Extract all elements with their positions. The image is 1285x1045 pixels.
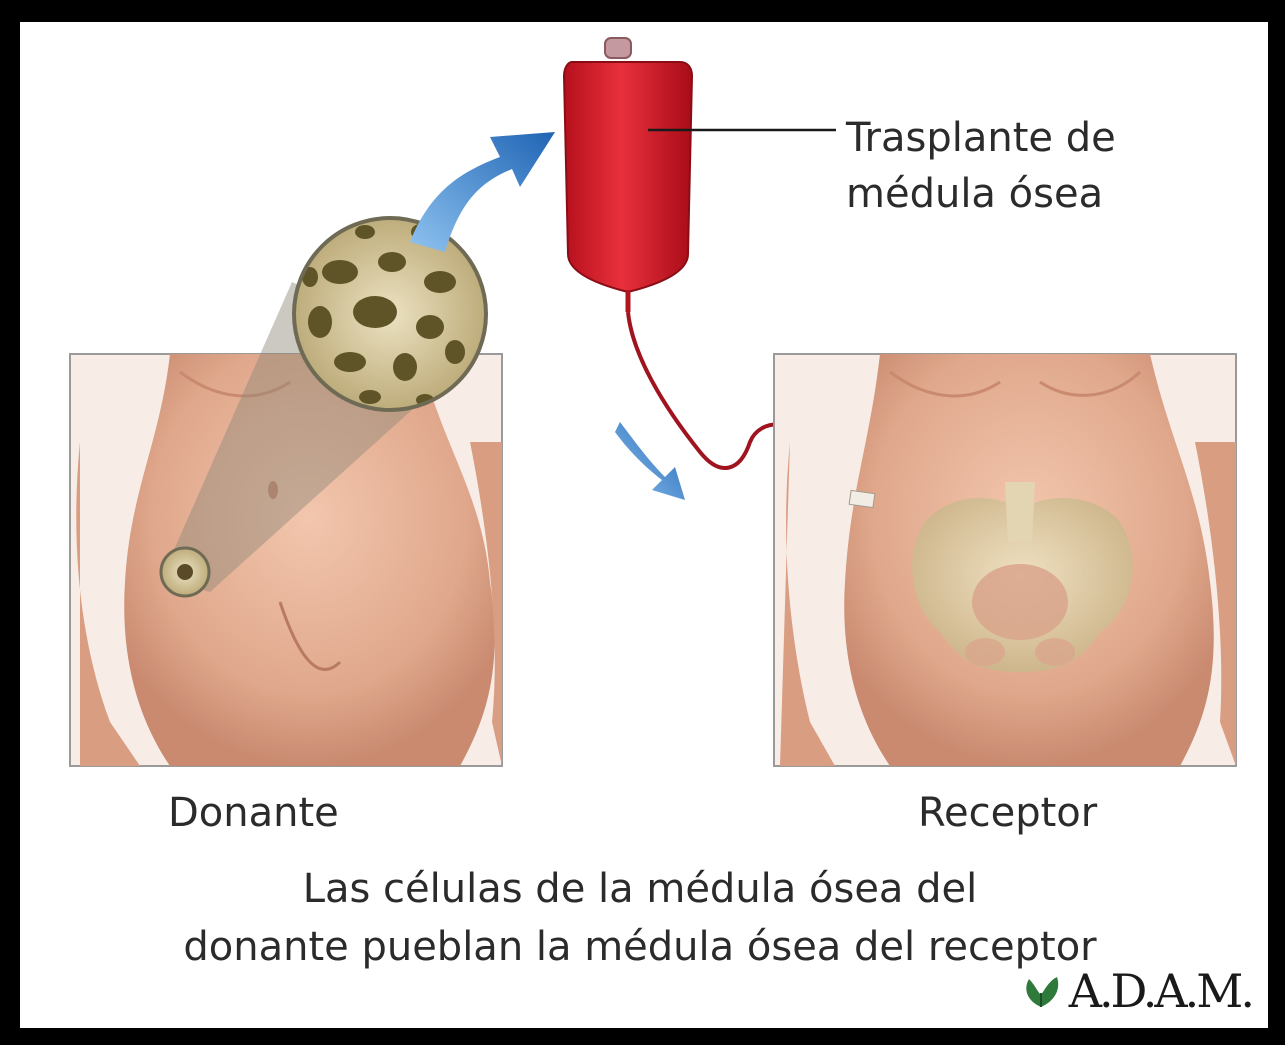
bag-label-line-1: Trasplante de (846, 110, 1116, 166)
caption: Las células de la médula ósea del donant… (110, 860, 1170, 976)
transfer-arrow-icon (410, 132, 555, 252)
adam-logo: A.D.A.M. (1019, 964, 1252, 1018)
blood-bag-icon (564, 38, 692, 312)
caption-line-1: Las células de la médula ósea del (110, 860, 1170, 918)
recipient-label: Receptor (918, 790, 1097, 836)
bag-label-line-2: médula ósea (846, 166, 1116, 222)
recipient-panel (774, 354, 1236, 766)
logo-text: A.D.A.M. (1069, 964, 1252, 1018)
donor-label: Donante (168, 790, 339, 836)
image-frame: Trasplante de médula ósea Donante Recept… (8, 8, 1277, 1037)
infusion-arrow-icon (615, 422, 685, 500)
leaf-icon (1019, 971, 1063, 1011)
caption-line-2: donante pueblan la médula ósea del recep… (110, 918, 1170, 976)
bag-label: Trasplante de médula ósea (846, 110, 1116, 222)
diagram-canvas: Trasplante de médula ósea Donante Recept… (20, 22, 1268, 1028)
bone-marrow-magnified (294, 218, 486, 410)
